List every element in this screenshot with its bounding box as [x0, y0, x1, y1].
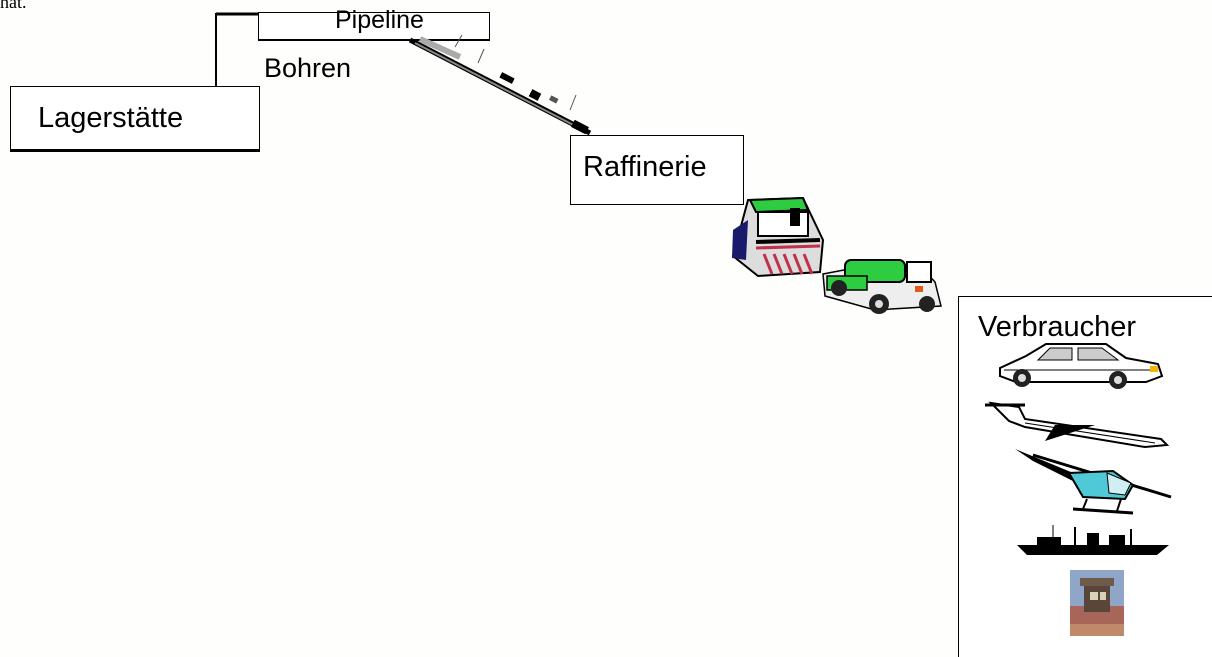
helicopter-icon	[1015, 449, 1172, 515]
raffinerie-label: Raffinerie	[583, 151, 707, 183]
lagerstaette-label: Lagerstätte	[38, 102, 184, 134]
car-icon	[999, 343, 1164, 389]
top-text-fragment: hat.	[0, 0, 27, 12]
airplane-icon	[985, 401, 1170, 449]
pipeline-label: Pipeline	[335, 6, 424, 34]
pipeline-box: Pipeline	[258, 8, 490, 41]
train-icon	[731, 196, 825, 278]
house-icon	[1070, 570, 1124, 636]
raffinerie-box: Raffinerie	[570, 135, 744, 205]
lagerstaette-box: Lagerstätte	[10, 86, 260, 152]
pipeline-icon	[408, 34, 592, 136]
verbraucher-label: Verbraucher	[978, 311, 1136, 343]
tanker-truck-icon	[822, 259, 942, 314]
ship-icon	[1017, 525, 1169, 555]
bohren-label: Bohren	[264, 53, 352, 83]
